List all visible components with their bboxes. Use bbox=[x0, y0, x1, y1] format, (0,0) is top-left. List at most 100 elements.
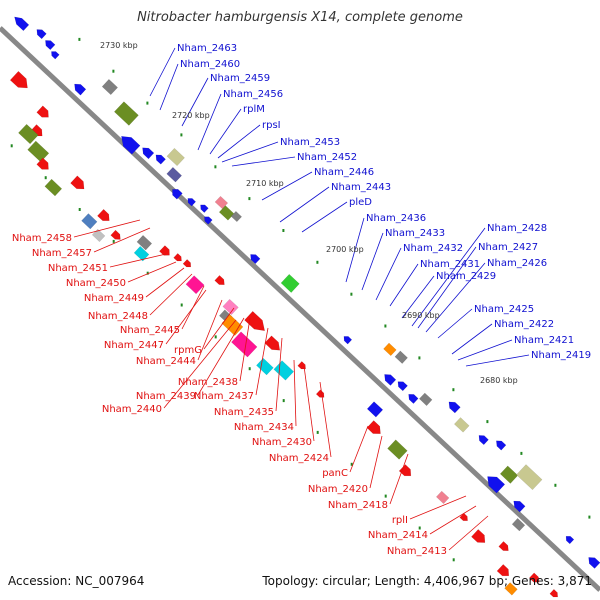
leader-line bbox=[301, 201, 348, 233]
gene-label: Nham_2446 bbox=[314, 167, 374, 178]
position-tick bbox=[520, 451, 523, 455]
gene-feature bbox=[256, 357, 274, 376]
scale-mark-label: 2720 kbp bbox=[172, 111, 210, 120]
label-layer: Nham_2463Nham_2460Nham_2459Nham_2456rplM… bbox=[12, 43, 591, 557]
gene-feature bbox=[97, 208, 110, 222]
position-tick bbox=[248, 197, 251, 201]
position-tick bbox=[214, 335, 217, 339]
position-tick bbox=[316, 260, 319, 264]
gene-feature bbox=[187, 198, 197, 207]
gene-label: Nham_2453 bbox=[280, 137, 340, 148]
gene-feature bbox=[398, 464, 412, 477]
gene-label: Nham_2429 bbox=[436, 271, 496, 282]
gene-feature bbox=[159, 245, 170, 256]
gene-label: panC bbox=[322, 468, 348, 479]
gene-label: Nham_2447 bbox=[104, 340, 164, 351]
gene-label: Nham_2439 bbox=[136, 391, 196, 402]
gene-feature bbox=[516, 464, 543, 491]
position-tick bbox=[384, 494, 387, 498]
position-tick bbox=[384, 324, 387, 328]
gene-label: Nham_2452 bbox=[297, 152, 357, 163]
gene-feature bbox=[173, 253, 182, 262]
gene-feature bbox=[204, 216, 213, 225]
leader-layer bbox=[73, 47, 530, 551]
leader-line bbox=[255, 327, 269, 396]
gene-feature bbox=[478, 435, 489, 446]
leader-line bbox=[203, 307, 235, 350]
position-tick bbox=[418, 356, 421, 360]
leader-line bbox=[93, 227, 151, 253]
leader-line bbox=[411, 227, 486, 327]
position-tick bbox=[452, 558, 455, 562]
position-tick bbox=[214, 165, 217, 169]
gene-label: Nham_2448 bbox=[88, 311, 148, 322]
position-tick bbox=[78, 208, 81, 211]
position-tick bbox=[248, 367, 251, 371]
gene-label: Nham_2456 bbox=[223, 89, 283, 100]
gene-feature bbox=[214, 275, 225, 286]
gene-feature bbox=[214, 195, 229, 210]
position-tick bbox=[452, 388, 455, 392]
position-tick bbox=[486, 420, 489, 424]
gene-feature bbox=[101, 78, 119, 96]
gene-feature bbox=[513, 500, 526, 513]
summary-label: Topology: circular; Length: 4,406,967 bp… bbox=[262, 574, 592, 588]
feature-layer bbox=[9, 16, 600, 598]
gene-feature bbox=[264, 335, 281, 351]
gene-label: rpsI bbox=[262, 120, 281, 131]
leader-line bbox=[457, 339, 513, 361]
leader-line bbox=[293, 359, 297, 427]
position-tick bbox=[44, 176, 47, 180]
position-tick bbox=[112, 239, 115, 243]
position-tick bbox=[350, 462, 353, 466]
position-tick bbox=[112, 69, 115, 73]
gene-label: Nham_2435 bbox=[214, 407, 274, 418]
leader-line bbox=[181, 77, 209, 127]
gene-feature bbox=[504, 582, 518, 596]
gene-feature bbox=[182, 259, 192, 268]
gene-feature bbox=[166, 147, 185, 167]
leader-line bbox=[375, 247, 402, 301]
gene-feature bbox=[496, 564, 510, 577]
gene-label: Nham_2425 bbox=[474, 304, 534, 315]
gene-label: Nham_2431 bbox=[420, 259, 480, 270]
gene-feature bbox=[166, 166, 183, 183]
gene-feature bbox=[383, 342, 397, 357]
gene-feature bbox=[51, 51, 60, 60]
leader-line bbox=[349, 425, 369, 473]
gene-feature bbox=[453, 417, 470, 433]
gene-feature bbox=[435, 490, 450, 505]
leader-line bbox=[239, 317, 251, 382]
leader-line bbox=[279, 186, 330, 223]
gene-feature bbox=[549, 588, 558, 598]
gene-feature bbox=[142, 147, 155, 160]
leader-line bbox=[437, 308, 473, 339]
gene-feature bbox=[27, 140, 50, 163]
gene-label: Nham_2414 bbox=[368, 530, 428, 541]
gene-label: rplM bbox=[243, 104, 265, 115]
position-tick bbox=[282, 399, 285, 403]
gene-label: Nham_2444 bbox=[136, 356, 196, 367]
gene-feature bbox=[44, 178, 63, 197]
gene-label: Nham_2434 bbox=[234, 422, 294, 433]
position-tick bbox=[180, 303, 183, 307]
gene-feature bbox=[9, 70, 28, 89]
leader-line bbox=[425, 262, 486, 333]
gene-feature bbox=[222, 298, 239, 316]
gene-feature bbox=[110, 229, 121, 240]
position-tick bbox=[78, 37, 81, 41]
leader-line bbox=[197, 93, 222, 151]
scale-mark-label: 2710 kbp bbox=[246, 179, 284, 188]
gene-feature bbox=[397, 381, 408, 392]
gene-feature bbox=[74, 83, 87, 96]
gene-feature bbox=[172, 189, 183, 200]
gene-feature bbox=[230, 210, 243, 223]
gene-feature bbox=[185, 275, 205, 295]
position-tick bbox=[418, 526, 421, 530]
gene-label: Nham_2460 bbox=[180, 59, 240, 70]
leader-line bbox=[361, 232, 384, 291]
gene-label: Nham_2420 bbox=[308, 484, 368, 495]
gene-label: Nham_2457 bbox=[32, 248, 92, 259]
